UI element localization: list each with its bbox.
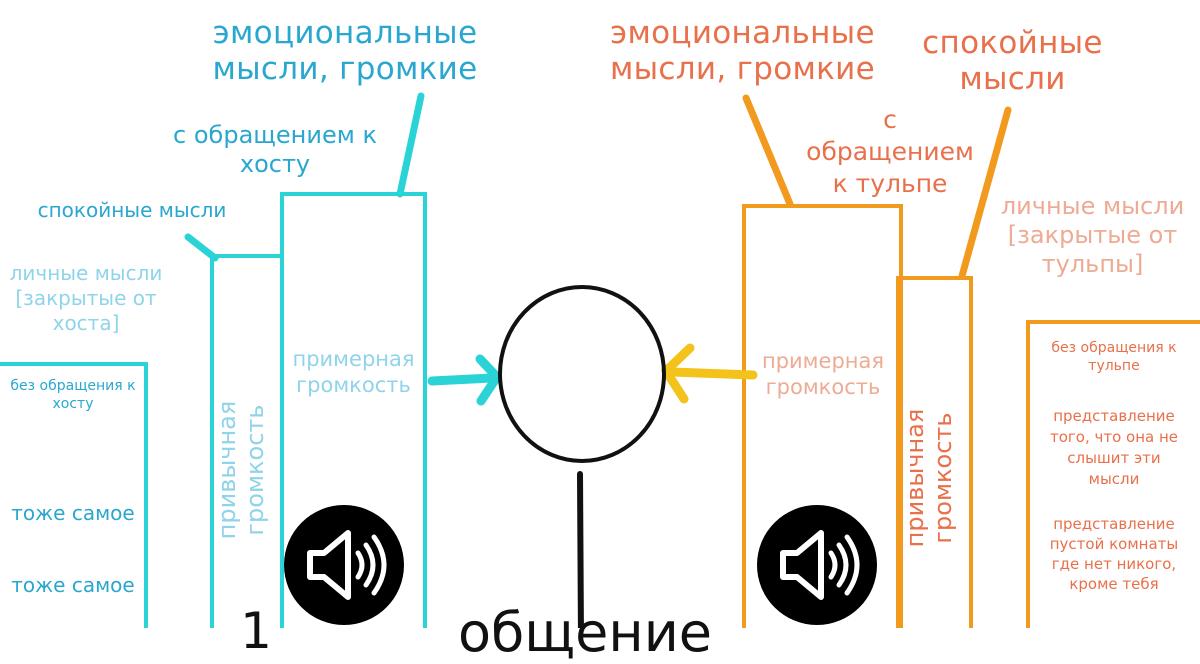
right-box-tall <box>742 204 903 628</box>
right-emotional-label: эмоциональные мысли, громкие <box>609 15 876 87</box>
right-imagine-label-2: представление пустой комнаты где нет ник… <box>1049 515 1179 593</box>
diagram-shapes <box>0 92 1200 628</box>
right-personal-label: личные мысли [закрытые от тульпы] <box>1000 192 1185 278</box>
left-box-small <box>0 362 148 628</box>
right-box-medium <box>896 276 973 628</box>
right-imagine-label-1: представление того, что она не слышит эт… <box>1049 407 1179 488</box>
right-line-loud <box>742 94 794 208</box>
left-approx-volume-label: примерная громкость <box>292 347 415 397</box>
bottom-title-fragment: общение <box>457 601 713 664</box>
arrow-left-yellow <box>661 343 758 404</box>
left-line-calm <box>184 233 219 262</box>
left-addressed-label: с обращением к хосту <box>173 121 377 178</box>
speaker-volume-icon <box>284 505 404 625</box>
right-line-calm <box>958 106 1012 280</box>
arrow-right-cyan <box>427 354 502 406</box>
right-approx-volume-label: примерная громкость <box>761 349 885 399</box>
left-calm-label: спокойные мысли <box>37 198 227 222</box>
head-circle-icon <box>498 285 666 463</box>
right-addressed-label: с обращением к тульпе <box>806 105 974 198</box>
right-box-small <box>1026 320 1200 628</box>
right-no-address-label: без обращения к тульпе <box>1051 340 1177 374</box>
left-same-label-1: тоже самое <box>11 501 135 525</box>
left-no-address-label: без обращения к хосту <box>10 378 136 412</box>
neck-line <box>577 471 584 628</box>
bottom-left-fragment: 1 <box>240 602 272 660</box>
left-emotional-label: эмоциональные мысли, громкие <box>212 15 478 87</box>
left-personal-label: личные мысли [закрытые от хоста] <box>9 261 163 335</box>
left-line-loud <box>396 92 425 198</box>
speaker-volume-icon <box>757 505 877 625</box>
left-same-label-2: тоже самое <box>11 573 135 597</box>
left-box-medium <box>210 254 284 628</box>
right-calm-label: спокойные мысли <box>922 25 1103 97</box>
right-usual-volume-label: привычная громкость <box>901 408 957 548</box>
left-usual-volume-label: привычная громкость <box>213 400 269 540</box>
